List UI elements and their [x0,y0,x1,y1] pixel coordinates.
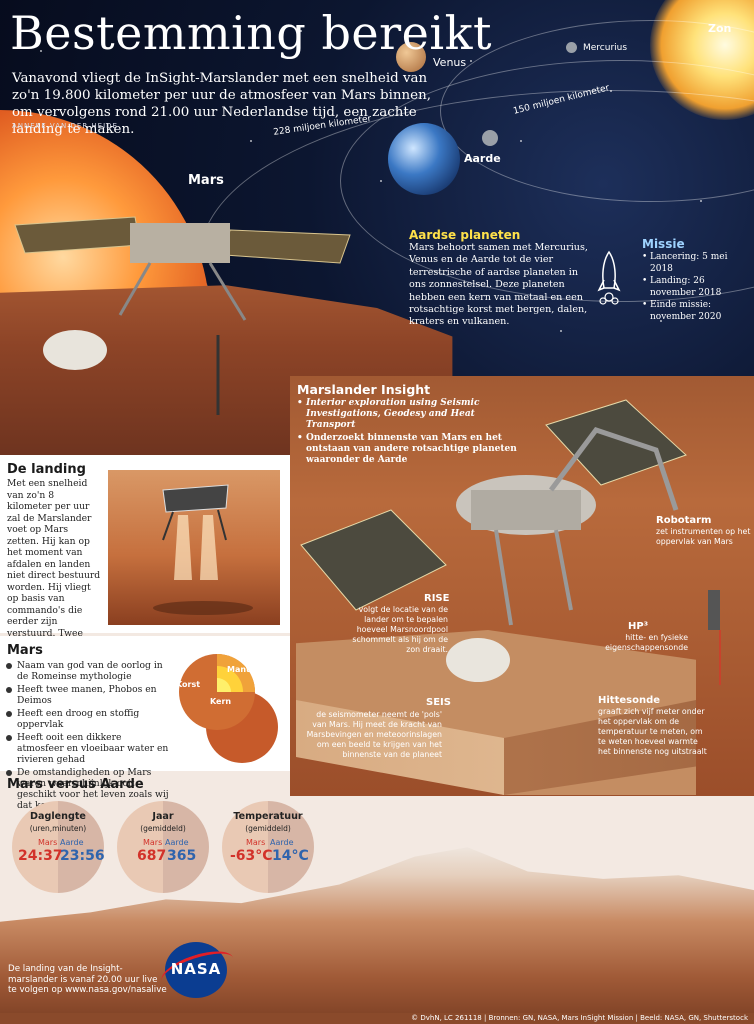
aarde-value: 365 [167,848,197,864]
aardse-planeten-text: Mars behoort samen met Mercurius, Venus … [409,242,588,328]
compare-subtitle: (gemiddeld) [245,824,291,833]
rocket-icon [597,250,621,305]
mantel-label: Mantel [227,665,258,674]
intro-text: Vanavond vliegt de InSight-Marslander me… [12,71,431,137]
missie-list: Lancering: 5 mei 2018 Landing: 26 novemb… [642,252,752,324]
korst-label: Korst [176,680,200,689]
livestream-text: De landing van de Insight-marslander is … [8,964,167,995]
landing-heading: De landing [7,462,86,477]
aarde-legend: Aarde [165,838,189,847]
mars-facts-heading: Mars [7,643,43,658]
compare-subtitle: (gemiddeld) [140,824,186,833]
compare-subtitle: (uren,minuten) [29,824,87,833]
aarde-value: 23:56 [60,848,105,864]
compare-heading: Mars versus Aarde [7,777,144,792]
compare-circle-jaar [117,801,209,893]
aarde-legend: Aarde [270,838,294,847]
mars-globe-cutaway: Mantel Korst Kern [176,654,278,763]
credits-bar [0,1013,754,1024]
compare-title: Temperatuur [233,811,303,822]
missie-item: Einde missie: november 2020 [642,300,752,323]
page-title: Bestemming bereikt [10,6,492,60]
insight-list: Interior exploration using Seismic Inves… [297,398,527,469]
aardse-planeten-heading: Aardse planeten [409,228,521,242]
mars-fact-item: Heeft twee manen, Phobos en Deimos [6,684,171,706]
mars-label: Mars [188,173,224,188]
rise-heading: RISE [424,593,450,604]
mars-fact-item: Naam van god van de oorlog in de Romeins… [6,660,171,682]
mars-value: -63°C [230,848,273,864]
missie-item: Landing: 26 november 2018 [642,276,752,299]
rise-text: volgt de locatie van de lander om te bep… [352,605,448,654]
insight-lander-detail-illustration [300,399,721,685]
compare-title: Daglengte [30,811,86,822]
insight-item: Onderzoekt binnenste van Mars en het ont… [297,433,527,465]
mercurius-label: Mercurius [583,43,628,53]
compare-circle-daglengte [12,801,104,893]
robotarm-heading: Robotarm [656,515,712,526]
hittesonde-heading: Hittesonde [598,695,661,706]
seis-heading: SEIS [426,697,451,708]
venus-label: Venus [433,56,467,69]
venus-planet [396,42,426,72]
aarde-legend: Aarde [60,838,84,847]
landing-lander-illustration [153,484,253,615]
mars-fact-item: Heeft een droog en stoffig oppervlak [6,708,171,730]
hp3-text: hitte- en fysieke eigenschappensonde [605,633,688,652]
insight-heading: Marslander Insight [297,382,431,397]
credits-text: © DvhN, LC 261118 | Bronnen: GN, NASA, M… [411,1014,748,1022]
insight-lander-illustration [14,216,351,415]
aarde-label: Aarde [464,152,501,165]
missie-item: Lancering: 5 mei 2018 [642,252,752,275]
compare-title: Jaar [152,811,174,822]
nasa-logo [165,942,227,998]
mars-legend: Mars [38,838,58,847]
mars-legend: Mars [143,838,163,847]
landing-image [108,470,280,625]
missie-heading: Missie [642,237,685,251]
author-byline: ANNEKE VAN DER HEIDE [12,122,118,130]
mars-value: 24:37 [18,848,63,864]
aarde-value: 14°C [272,848,309,864]
mars-fact-item: Heeft ooit een dikkere atmosfeer en vloe… [6,732,171,765]
kern-label: Kern [210,697,231,706]
robotarm-text: zet instrumenten op het oppervlak van Ma… [656,527,751,546]
earth-planet [388,123,460,195]
nasa-logo-text: NASA [170,960,222,978]
zon-label: Zon [708,22,732,35]
hp3-heading: HP³ [628,621,649,632]
hittesonde-text: graaft zich vijf meter onder het oppervl… [598,707,707,756]
moon-planet [482,130,498,146]
seis-text: de seismometer neemt de 'pols' van Mars.… [306,710,442,759]
insight-item: Interior exploration using Seismic Inves… [297,398,527,430]
compare-circle-temperatuur [222,801,314,893]
mars-landscape-image [0,847,754,1024]
mercurius-planet [566,42,577,53]
mars-value: 687 [137,848,167,864]
mars-legend: Mars [246,838,266,847]
